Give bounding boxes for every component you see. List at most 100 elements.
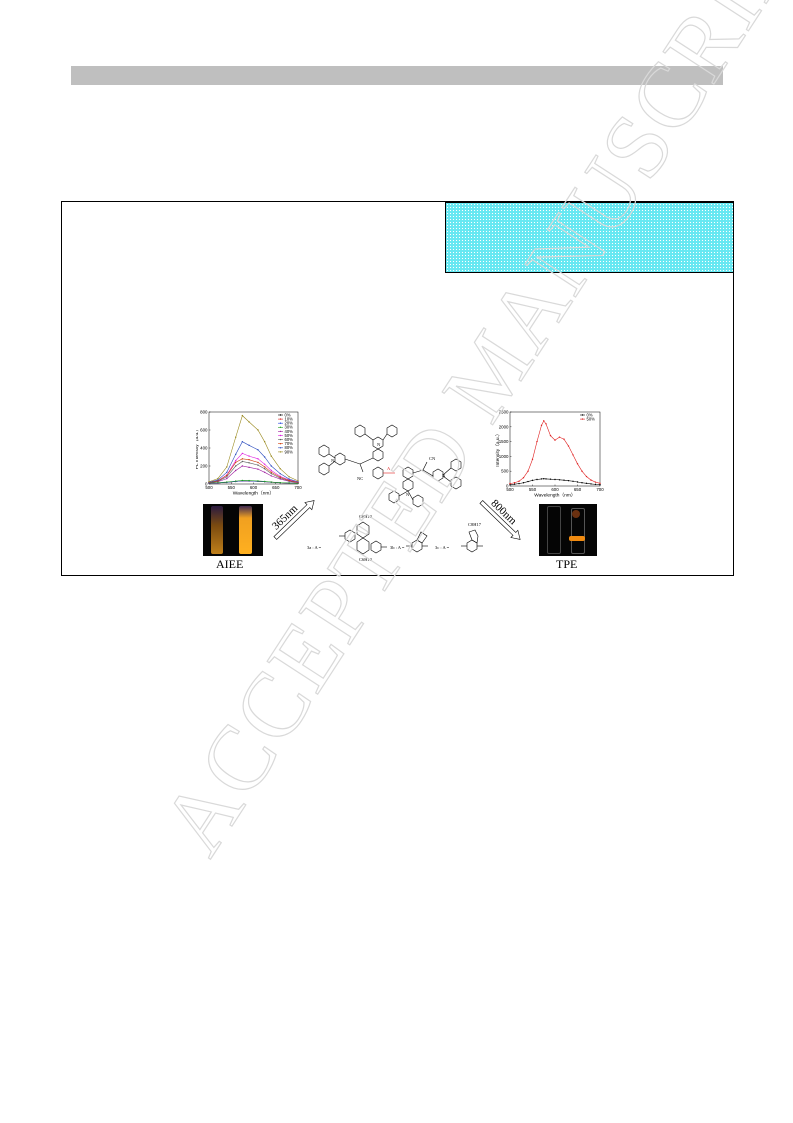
data-point — [531, 458, 534, 461]
y-tick-label: 2000 — [499, 424, 509, 429]
acceptor-label: A — [387, 466, 391, 471]
y-tick-label: 2500 — [499, 410, 509, 415]
data-point — [263, 468, 266, 470]
data-point — [248, 466, 250, 469]
data-point — [248, 459, 250, 461]
data-point — [226, 474, 228, 477]
data-point — [594, 483, 597, 486]
series-line — [208, 465, 299, 483]
data-point — [585, 475, 588, 478]
legend-marker — [279, 443, 282, 445]
data-point — [572, 454, 574, 456]
nitrile-label-right: CN — [429, 456, 436, 461]
data-point — [518, 480, 520, 482]
data-point — [545, 478, 547, 480]
data-point — [235, 453, 237, 455]
data-point — [270, 469, 272, 472]
y-tick-label: 1000 — [499, 454, 509, 459]
data-point — [558, 436, 561, 438]
legend-marker — [279, 426, 282, 428]
plot-frame — [509, 411, 601, 487]
data-point — [235, 469, 237, 472]
data-point — [257, 458, 259, 460]
series-line — [208, 461, 299, 483]
data-point — [543, 478, 545, 480]
series-line — [208, 441, 299, 483]
graphical-abstract-frame — [61, 201, 734, 576]
legend-entry: 40% — [285, 429, 294, 434]
y-axis-label: Intensity（a.u.） — [495, 431, 501, 466]
data-point — [563, 479, 565, 481]
legend-entry: 90% — [285, 449, 294, 454]
legend-entry: 50% — [587, 417, 596, 422]
data-point — [297, 480, 299, 482]
data-point — [241, 479, 244, 482]
tpe-vials-photo — [539, 504, 597, 556]
data-point — [248, 479, 250, 482]
data-point — [248, 462, 250, 464]
legend-entry: 60% — [285, 437, 294, 442]
data-point — [279, 468, 281, 470]
data-point — [270, 472, 272, 475]
data-point — [248, 444, 250, 446]
data-point — [288, 476, 290, 478]
data-point — [263, 463, 266, 465]
data-point — [576, 481, 579, 483]
header-bar — [71, 66, 723, 85]
data-point — [217, 477, 219, 480]
nitrile-label-left: NC — [357, 476, 363, 481]
data-point — [270, 481, 272, 483]
data-point — [522, 477, 525, 479]
data-point — [279, 472, 281, 475]
data-point — [226, 477, 228, 480]
data-point — [270, 471, 272, 473]
data-point — [594, 481, 597, 483]
x-axis-label: Wavelength（nm） — [534, 493, 575, 499]
data-point — [549, 478, 552, 480]
data-point — [279, 481, 281, 484]
y-tick-label: 0 — [506, 484, 509, 489]
data-point — [543, 420, 545, 422]
legend-entry: 20% — [285, 421, 294, 426]
y-tick-label: 0 — [205, 482, 208, 487]
data-point — [241, 465, 244, 467]
x-tick-label: 550 — [228, 485, 236, 490]
data-point — [257, 468, 259, 470]
legend-marker — [581, 418, 584, 420]
data-point — [235, 465, 237, 467]
option-3b-label: 3b : A = — [390, 545, 405, 550]
data-point — [263, 466, 266, 468]
amine-label-right: N — [442, 473, 446, 478]
amine-label-left: N — [331, 458, 335, 463]
x-tick-label: 600 — [250, 485, 258, 490]
legend-marker — [279, 447, 282, 449]
legend-entry: 10% — [285, 417, 294, 422]
data-point — [518, 482, 520, 485]
data-point — [257, 449, 259, 451]
series-line — [208, 415, 299, 483]
legend-entry: 80% — [285, 445, 294, 450]
data-point — [590, 479, 592, 481]
data-point — [226, 476, 228, 478]
data-point — [590, 483, 592, 485]
data-point — [288, 478, 290, 480]
data-point — [226, 466, 228, 468]
data-point — [554, 439, 556, 441]
option-3c-substituent: C8H17 — [468, 522, 482, 527]
data-point — [522, 482, 525, 484]
excitation-arrow-right: 800nm — [479, 497, 521, 540]
legend-entry: 70% — [285, 441, 294, 446]
legend-entry: 0% — [285, 412, 291, 417]
data-point — [581, 482, 583, 484]
acceptor-options: 3a : A = 3b : A = 3c : A = C6H13 C6H13 C… — [307, 514, 483, 562]
data-point — [226, 481, 228, 483]
molecule-structure: N N N N NC CN A — [318, 424, 462, 508]
series-line — [208, 480, 299, 484]
legend-marker — [279, 414, 282, 416]
amine-label-top: N — [377, 442, 381, 447]
data-point — [241, 460, 244, 463]
legend-entry: 30% — [285, 425, 294, 430]
data-point — [263, 471, 266, 473]
series-line — [509, 420, 601, 484]
